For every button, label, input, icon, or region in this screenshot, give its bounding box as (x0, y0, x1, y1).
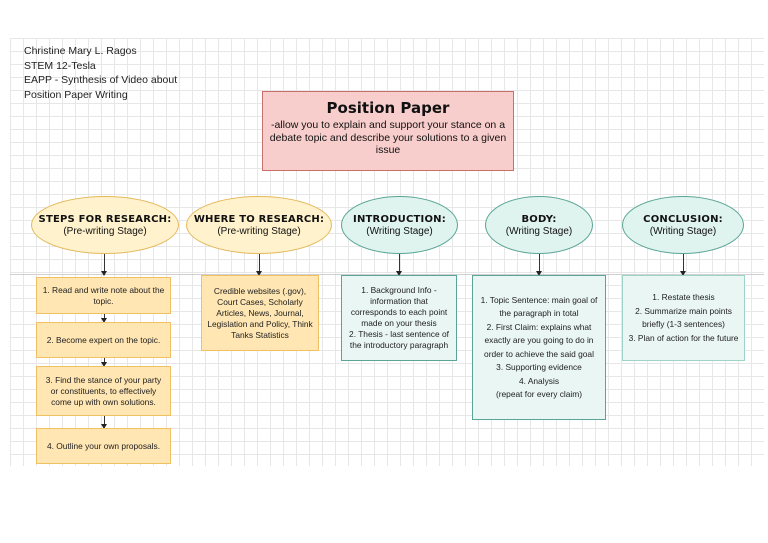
content-line: the introductory paragraph (349, 340, 449, 350)
node-stage: (Writing Stage) (505, 225, 573, 237)
connector-arrow (101, 416, 107, 429)
node-stage: (Pre-writing Stage) (63, 225, 147, 237)
content-line: 3. Plan of action for the future (628, 332, 739, 343)
content-line: 2. Thesis - last sentence of (349, 329, 449, 339)
content-line: information that (370, 296, 428, 306)
step-text: 4. Outline your own proposals. (46, 440, 161, 451)
where-to-research-node: WHERE TO RESEARCH: (Pre-writing Stage) (186, 196, 332, 254)
content-line: 2. Summarize main points (635, 305, 732, 316)
introduction-box: 1. Background Info - information that co… (341, 275, 457, 361)
step-text: 3. Find the stance of your party (45, 374, 162, 385)
content-line: Legislation and Policy, Think (207, 318, 313, 329)
author-info: Christine Mary L. Ragos STEM 12-Tesla EA… (24, 44, 177, 102)
conclusion-node: CONCLUSION: (Writing Stage) (622, 196, 744, 254)
node-stage: (Writing Stage) (649, 225, 717, 237)
divider-line (10, 274, 764, 275)
author-name: Christine Mary L. Ragos (24, 45, 137, 57)
connector-arrow (101, 314, 107, 323)
research-step-4: 4. Outline your own proposals. (36, 428, 171, 464)
content-line: 4. Analysis (518, 375, 560, 386)
research-step-1: 1. Read and write note about the topic. (36, 277, 171, 314)
introduction-node: INTRODUCTION: (Writing Stage) (341, 196, 458, 254)
node-heading: WHERE TO RESEARCH: (193, 213, 325, 225)
content-line: order to achieve the said goal (484, 348, 594, 359)
content-line: Articles, News, Journal, (216, 307, 304, 318)
connector-arrow (256, 254, 262, 276)
author-subject: EAPP - Synthesis of Video about (24, 74, 178, 87)
title-description: -allow you to explain and support your s… (269, 119, 507, 156)
content-line: Court Cases, Scholarly (217, 296, 303, 307)
content-line: the paragraph in total (499, 308, 579, 318)
content-line: 2. First Claim: explains what (486, 321, 592, 332)
step-text: 2. Become expert on the topic. (46, 334, 161, 345)
content-line: 1. Restate thesis (652, 292, 715, 302)
node-stage: (Pre-writing Stage) (217, 225, 301, 237)
content-line: made on your thesis (361, 318, 437, 328)
step-text: 1. Read and write note about the (42, 284, 165, 295)
steps-for-research-node: STEPS FOR RESEARCH: (Pre-writing Stage) (31, 196, 179, 254)
body-box: 1. Topic Sentence: main goal of the para… (472, 275, 606, 420)
research-step-2: 2. Become expert on the topic. (36, 322, 171, 358)
connector-arrow (101, 358, 107, 367)
title-box: Position Paper -allow you to explain and… (262, 91, 514, 171)
node-stage: (Writing Stage) (366, 225, 433, 237)
connector-arrow (536, 254, 542, 276)
node-heading: INTRODUCTION: (353, 213, 446, 225)
author-topic: Position Paper Writing (24, 88, 128, 101)
connector-arrow (101, 254, 107, 276)
content-line: 1. Background Info - (361, 285, 437, 295)
content-line: corresponds to each point (350, 307, 448, 317)
node-heading: CONCLUSION: (643, 213, 723, 225)
diagram-title: Position Paper (326, 99, 450, 117)
content-line: 3. Supporting evidence (496, 362, 582, 372)
content-line: exactly are you going to do in (484, 335, 594, 345)
body-node: BODY: (Writing Stage) (485, 196, 593, 254)
content-line: (repeat for every claim) (495, 389, 583, 399)
connector-arrow (396, 254, 402, 276)
content-line: 1. Topic Sentence: main goal of (480, 294, 598, 305)
node-heading: STEPS FOR RESEARCH: (38, 213, 172, 225)
content-line: briefly (1-3 sentences) (642, 319, 725, 329)
step-text: or constituents, to effectively (50, 385, 157, 396)
node-heading: BODY: (521, 213, 557, 225)
author-section: STEM 12-Tesla (24, 59, 96, 72)
content-line: Credible websites (.gov), (213, 285, 307, 296)
step-text: come up with own solutions. (51, 396, 156, 407)
step-text: topic. (93, 295, 114, 306)
conclusion-box: 1. Restate thesis 2. Summarize main poin… (622, 275, 745, 361)
research-step-3: 3. Find the stance of your party or cons… (36, 366, 171, 416)
content-line: Tanks Statistics (231, 329, 289, 340)
research-sources-box: Credible websites (.gov), Court Cases, S… (201, 275, 319, 351)
connector-arrow (680, 254, 686, 276)
